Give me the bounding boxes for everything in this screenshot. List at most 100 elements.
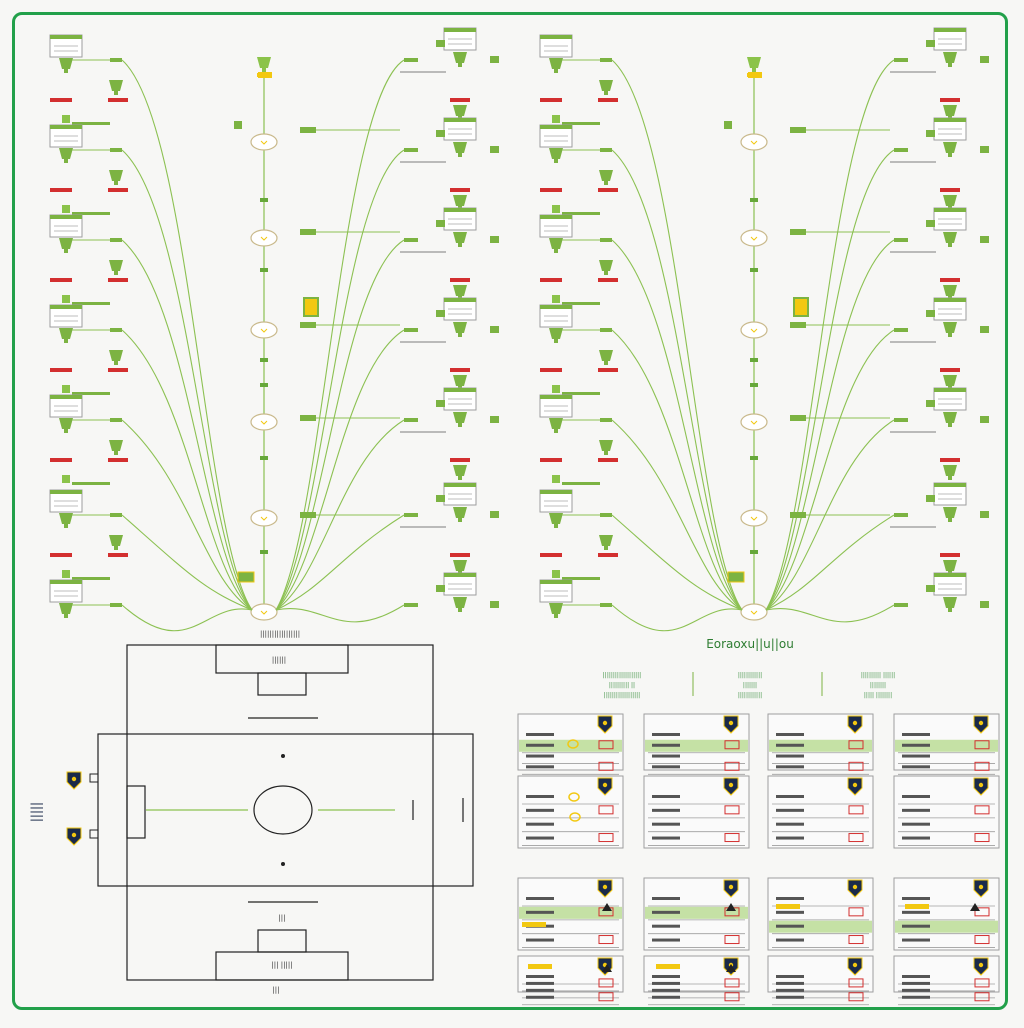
panel-subtitle: |||||||| xyxy=(870,682,886,689)
trophy-icon xyxy=(59,58,73,69)
match-table-card xyxy=(893,955,1000,1006)
crest-emblem xyxy=(978,884,984,890)
row-label xyxy=(526,938,554,942)
score-tag xyxy=(50,188,72,192)
highlight-row xyxy=(895,739,998,752)
trophy-stem xyxy=(948,333,952,337)
trophy-icon xyxy=(599,440,613,451)
flag-icon xyxy=(926,220,935,227)
trophy-stem xyxy=(64,159,68,163)
seed-marker xyxy=(894,418,908,422)
bracket-link xyxy=(765,149,895,611)
round-marker xyxy=(790,127,806,133)
spine-marker xyxy=(260,383,268,387)
trophy-stem xyxy=(64,614,68,618)
match-table-card xyxy=(517,713,624,775)
match-node-icon xyxy=(740,133,768,151)
football-pitch xyxy=(66,644,474,981)
trophy-stem xyxy=(114,361,118,365)
seed-marker xyxy=(404,418,418,422)
trophy-icon xyxy=(453,465,467,476)
score-box xyxy=(848,740,864,750)
score-tag xyxy=(72,212,110,215)
card-header xyxy=(540,305,572,309)
highlight-row xyxy=(895,920,998,933)
match-table-card xyxy=(517,775,624,849)
score-box xyxy=(974,935,990,945)
card-header xyxy=(444,483,476,487)
crest-emblem xyxy=(852,962,858,968)
flag-icon xyxy=(490,56,499,63)
flag-icon xyxy=(926,40,935,47)
row-label xyxy=(902,733,930,736)
score-tag xyxy=(598,553,618,557)
trophy-stem xyxy=(64,339,68,343)
row-label xyxy=(776,910,804,914)
row-label xyxy=(902,924,930,928)
row-label xyxy=(902,988,930,992)
bracket-link xyxy=(121,419,253,611)
trophy-stem xyxy=(948,476,952,480)
flag-icon xyxy=(980,236,989,243)
trophy-stem xyxy=(458,243,462,247)
score-box xyxy=(848,992,864,1002)
bracket-link xyxy=(611,149,743,611)
seed-marker xyxy=(894,238,908,242)
score-tag xyxy=(940,278,960,282)
trophy-icon xyxy=(453,232,467,243)
score-box xyxy=(848,833,864,843)
seed-marker xyxy=(110,58,122,62)
score-box xyxy=(724,935,740,945)
row-label xyxy=(776,897,804,900)
score-tag xyxy=(552,385,560,393)
bracket-link xyxy=(275,604,405,623)
node-chevron xyxy=(750,328,758,333)
score-tag xyxy=(598,188,618,192)
trophy-stem xyxy=(604,91,608,95)
crest-emblem xyxy=(602,884,608,890)
score-tag xyxy=(72,302,110,305)
row-label xyxy=(902,975,930,978)
match-table-card xyxy=(767,877,874,951)
pitch-side-label: ||||| xyxy=(29,802,43,822)
highlight-row xyxy=(769,920,872,933)
card-header xyxy=(444,298,476,302)
row-label xyxy=(526,897,554,900)
node-chevron xyxy=(750,140,758,145)
node-chevron xyxy=(260,610,268,615)
score-box xyxy=(974,833,990,843)
score-box xyxy=(724,805,740,815)
row-label xyxy=(526,836,554,840)
row-label xyxy=(526,795,554,798)
score-tag xyxy=(940,368,960,372)
card-header xyxy=(444,208,476,212)
seed-marker xyxy=(894,328,908,332)
seed-marker xyxy=(600,238,612,242)
card-header xyxy=(50,125,82,129)
node-chevron xyxy=(750,420,758,425)
flag-icon xyxy=(724,121,732,129)
bracket-link xyxy=(121,514,253,611)
trophy-stem xyxy=(948,243,952,247)
match-table-card xyxy=(643,775,750,849)
bench-marker xyxy=(89,829,99,839)
trophy-icon xyxy=(257,57,271,68)
flag-icon xyxy=(436,220,445,227)
flag-icon xyxy=(926,130,935,137)
trophy-stem xyxy=(114,271,118,275)
trophy-base xyxy=(258,72,272,78)
score-tag xyxy=(562,212,600,215)
trophy-icon xyxy=(59,328,73,339)
crest-emblem xyxy=(71,776,77,782)
match-node-icon xyxy=(250,229,278,247)
bracket-link xyxy=(611,514,743,611)
row-label xyxy=(652,808,680,812)
pitch-wide-field xyxy=(97,733,474,887)
trophy-icon xyxy=(109,170,123,181)
trophy-stem xyxy=(554,429,558,433)
highlight-mark xyxy=(567,739,579,749)
row-label xyxy=(526,988,554,992)
score-tag xyxy=(108,553,128,557)
row-label xyxy=(902,765,930,769)
